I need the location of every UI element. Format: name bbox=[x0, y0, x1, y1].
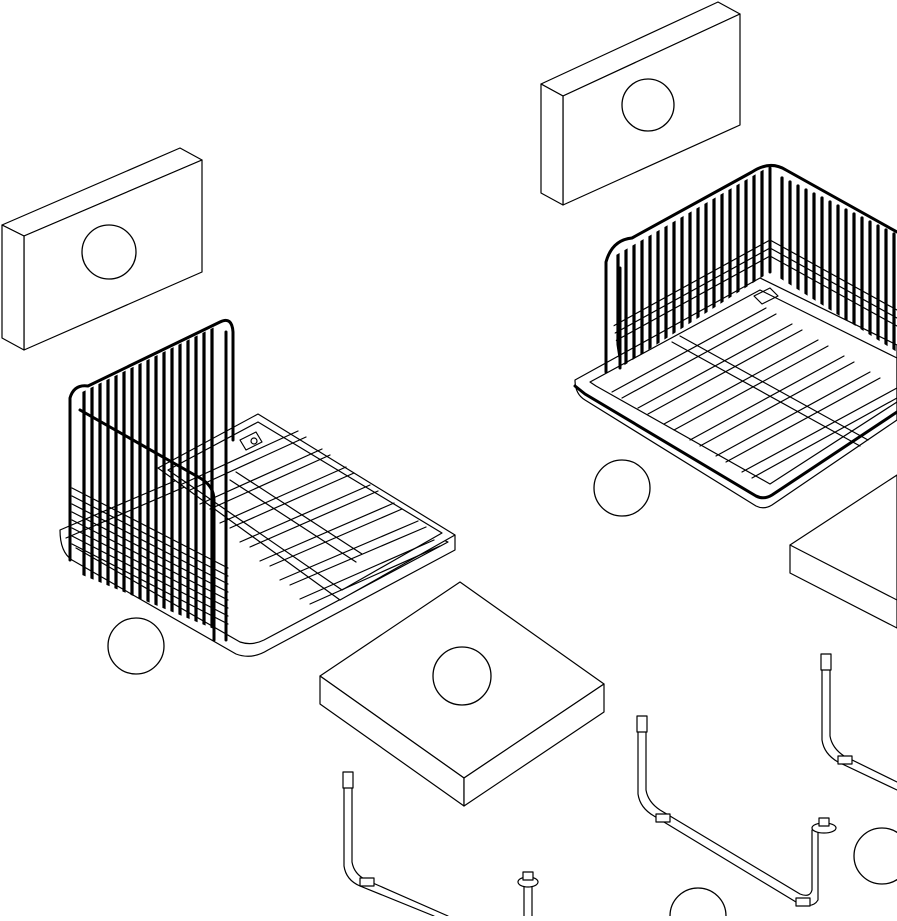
callout-circle bbox=[108, 618, 164, 674]
sofa-frame-right bbox=[575, 165, 897, 516]
seat-cushion-right bbox=[790, 475, 897, 628]
callout-circle bbox=[433, 647, 491, 705]
callout-circle bbox=[594, 460, 650, 516]
callout-circle bbox=[854, 828, 897, 884]
callout-circle bbox=[670, 888, 726, 921]
leg-frame bbox=[343, 772, 538, 916]
callout-circle bbox=[82, 225, 136, 279]
leg-frame bbox=[821, 654, 897, 790]
back-cushion-right bbox=[541, 2, 740, 205]
callout-circle bbox=[622, 79, 674, 131]
seat-cushion-center bbox=[320, 582, 604, 806]
leg-frame bbox=[637, 716, 836, 906]
back-cushion-left bbox=[2, 148, 202, 350]
sofa-frame-left bbox=[60, 318, 455, 674]
